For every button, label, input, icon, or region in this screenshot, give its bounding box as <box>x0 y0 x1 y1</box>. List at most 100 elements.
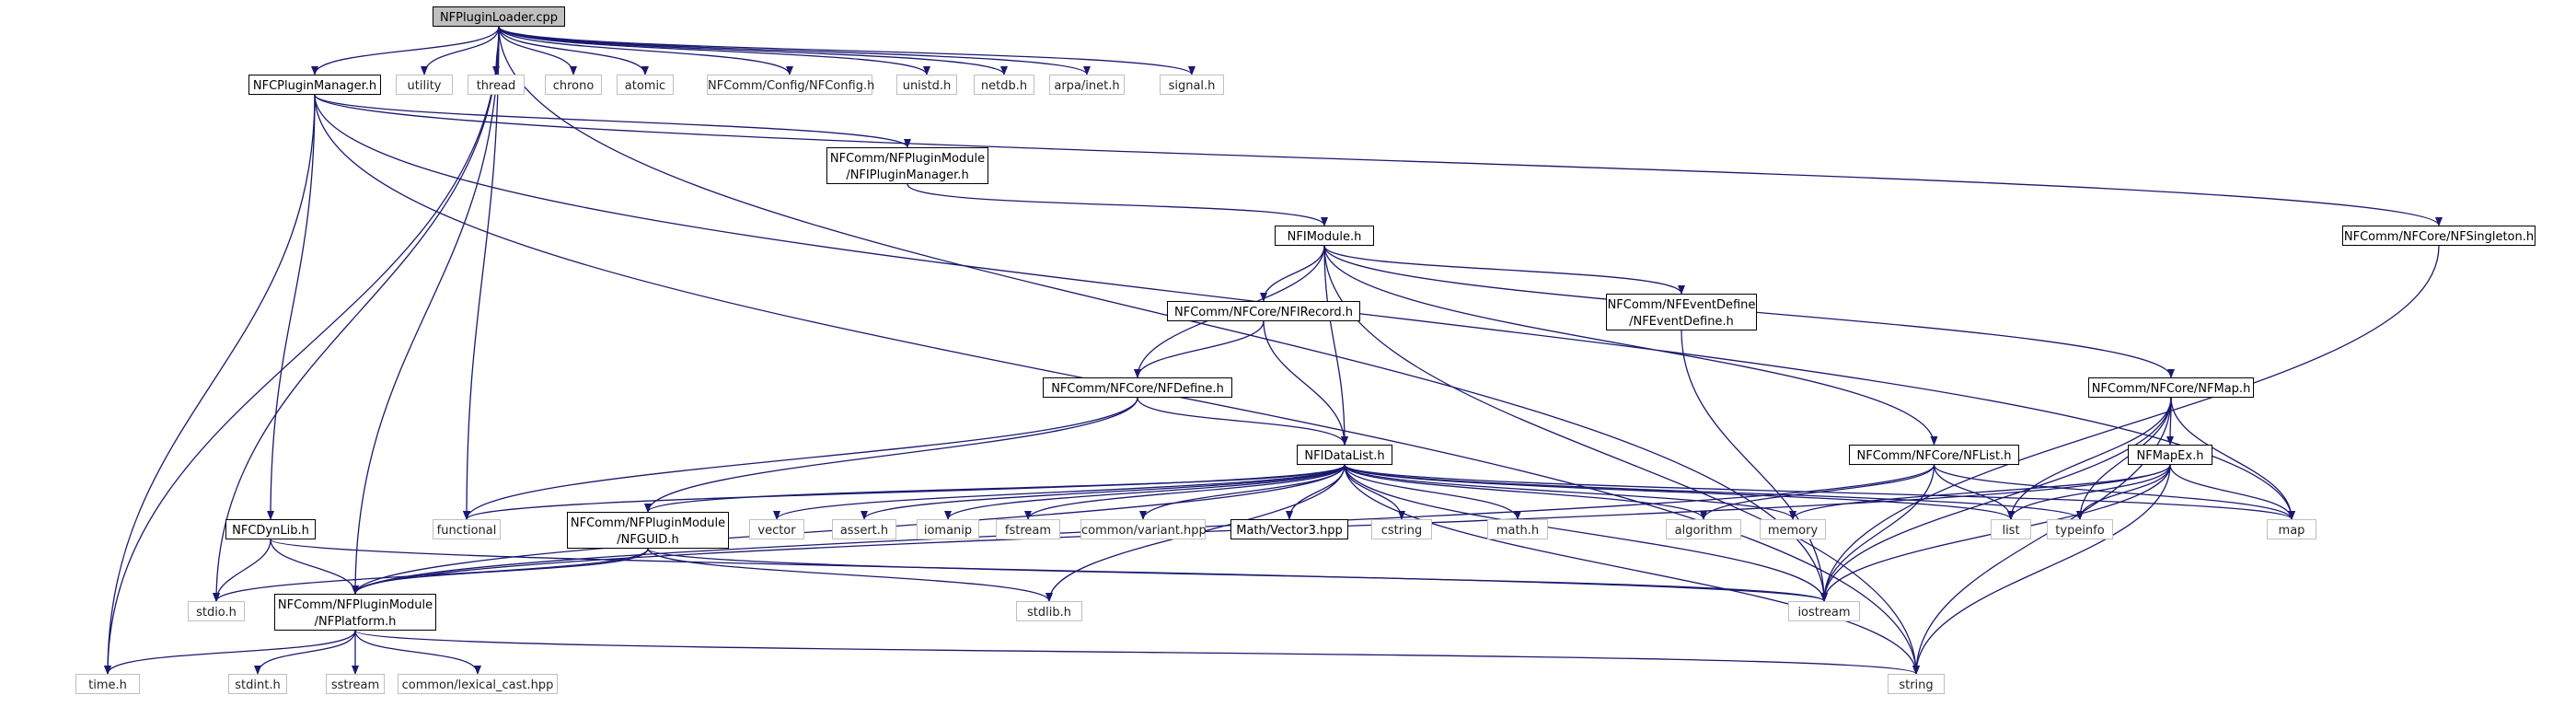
node-label: memory <box>1767 524 1819 538</box>
node-math: math.h <box>1487 519 1548 539</box>
node-nfguid[interactable]: NFComm/NFPluginModule/NFGUID.h <box>567 512 729 549</box>
edge-nfguid-to-stdio <box>213 548 649 602</box>
edge-root-to-stdio <box>213 26 500 602</box>
node-dynlib[interactable]: NFCDynLib.h <box>225 519 316 539</box>
node-nfmap[interactable]: NFComm/NFCore/NFMap.h <box>2088 377 2254 398</box>
edge-nfirecord-to-nfdefine <box>1134 320 1265 378</box>
edge-datalist-to-fstream <box>1024 464 1346 520</box>
node-label: NFIModule.h <box>1287 230 1362 244</box>
node-label: NFComm/NFCore/NFDefine.h <box>1051 382 1224 396</box>
node-label: netdb.h <box>980 79 1028 93</box>
edge-datalist-to-math <box>1344 464 1521 520</box>
edge-datalist-to-iostream <box>1344 464 1828 602</box>
edge-nfmapex-to-map <box>2169 464 2295 520</box>
edge-nfmapex-to-string <box>1912 464 2171 675</box>
node-label: /NFGUID.h <box>617 533 679 547</box>
edge-nflist-to-iostream <box>1820 464 1935 602</box>
node-iostream: iostream <box>1788 601 1860 621</box>
node-signal: signal.h <box>1160 75 1224 95</box>
edge-root-to-nfconfig <box>498 26 793 75</box>
node-assert: assert.h <box>832 519 896 539</box>
node-sstream: sstream <box>326 674 385 694</box>
node-nfirecord[interactable]: NFComm/NFCore/NFIRecord.h <box>1167 301 1360 321</box>
edge-root-to-utility <box>421 26 500 75</box>
node-stdint: stdint.h <box>228 674 287 694</box>
node-label: NFComm/NFPluginModule <box>829 152 986 166</box>
node-label: NFComm/Config/NFConfig.h <box>708 79 875 93</box>
node-netdb: netdb.h <box>974 75 1034 95</box>
edge-root-to-atomic <box>498 26 649 75</box>
node-label: stdint.h <box>235 678 281 692</box>
edge-datalist-to-list <box>1344 464 2015 520</box>
node-label: /NFPlatform.h <box>314 615 397 629</box>
edge-eventdefine-to-iostream <box>1681 330 1828 602</box>
node-label: algorithm <box>1674 524 1733 538</box>
node-nfdefine[interactable]: NFComm/NFCore/NFDefine.h <box>1043 377 1232 398</box>
node-chrono: chrono <box>545 75 602 95</box>
node-datalist[interactable]: NFIDataList.h <box>1297 445 1392 465</box>
node-vector3[interactable]: Math/Vector3.hpp <box>1230 519 1348 539</box>
node-label: common/variant.hpp <box>1081 524 1207 538</box>
edge-root-to-signal <box>498 26 1196 75</box>
node-platform[interactable]: NFComm/NFPluginModule/NFPlatform.h <box>274 594 436 631</box>
node-stdio: stdio.h <box>188 601 245 621</box>
node-label: vector <box>757 524 796 538</box>
edge-nfdefine-to-datalist <box>1137 397 1348 446</box>
node-label: atomic <box>624 79 666 93</box>
edge-nfmap-to-map <box>2170 397 2295 520</box>
edge-nflist-to-algorithm <box>1700 464 1935 520</box>
node-label: NFComm/NFCore/NFSingleton.h <box>2343 230 2535 244</box>
node-map: map <box>2267 519 2316 539</box>
edge-root-to-netdb <box>498 26 1008 75</box>
edge-nfmap-to-string <box>1912 397 2172 675</box>
node-label: iostream <box>1797 606 1851 620</box>
edge-platform-to-time <box>104 630 356 675</box>
node-lexical: common/lexical_cast.hpp <box>398 674 558 694</box>
node-singleton[interactable]: NFComm/NFCore/NFSingleton.h <box>2342 226 2536 246</box>
node-label: arpa/inet.h <box>1054 79 1120 93</box>
node-typeinfo: typeinfo <box>2047 519 2113 539</box>
edge-dynlib-to-platform <box>270 539 359 595</box>
node-arpainet: arpa/inet.h <box>1049 75 1125 95</box>
edge-datalist-to-typeinfo <box>1344 464 2084 520</box>
edge-nfimodule-to-nflist <box>1323 245 1938 446</box>
node-label: functional <box>436 524 497 538</box>
edge-nflist-to-list <box>1933 464 2015 520</box>
edge-root-to-arpainet <box>498 26 1091 75</box>
node-label: sstream <box>330 678 380 692</box>
node-cstring: cstring <box>1371 519 1432 539</box>
node-label: assert.h <box>839 524 889 538</box>
node-label: NFComm/NFEventDefine <box>1607 298 1756 312</box>
node-eventdefine[interactable]: NFComm/NFEventDefine/NFEventDefine.h <box>1606 294 1757 330</box>
node-label: map <box>2278 524 2305 538</box>
edge-root-to-platform <box>352 26 500 595</box>
node-label: NFComm/NFCore/NFIRecord.h <box>1174 306 1353 319</box>
edge-datalist-to-cstring <box>1344 464 1405 520</box>
node-iomanip: iomanip <box>917 519 979 539</box>
node-label: NFIDataList.h <box>1304 449 1385 463</box>
edge-nfimodule-to-nfirecord <box>1260 245 1325 302</box>
node-label: NFCPluginManager.h <box>252 79 377 93</box>
node-label: /NFIPluginManager.h <box>846 168 969 182</box>
node-algorithm: algorithm <box>1666 519 1741 539</box>
edge-nfmapex-to-typeinfo <box>2076 464 2171 520</box>
node-nflist[interactable]: NFComm/NFCore/NFList.h <box>1849 445 2019 465</box>
edge-root-to-chrono <box>498 26 577 75</box>
edge-pluginmanager-to-time <box>104 94 316 675</box>
node-nfmapex[interactable]: NFMapEx.h <box>2128 445 2212 465</box>
edge-platform-to-stdint <box>254 630 356 675</box>
node-pluginmanager[interactable]: NFCPluginManager.h <box>248 75 381 95</box>
node-label: utility <box>407 79 442 93</box>
edge-nfdefine-to-nfguid <box>644 397 1138 513</box>
include-edges <box>104 26 2443 675</box>
node-label: stdio.h <box>196 606 237 620</box>
node-nfimodule[interactable]: NFIModule.h <box>1275 226 1374 246</box>
node-label: fstream <box>1004 524 1052 538</box>
node-thread: thread <box>468 75 525 95</box>
node-label: math.h <box>1496 524 1540 538</box>
node-nfiplugin[interactable]: NFComm/NFPluginModule/NFIPluginManager.h <box>826 147 988 184</box>
node-utility: utility <box>396 75 453 95</box>
node-variant: common/variant.hpp <box>1080 519 1207 539</box>
edge-nflist-to-map <box>1933 464 2295 520</box>
